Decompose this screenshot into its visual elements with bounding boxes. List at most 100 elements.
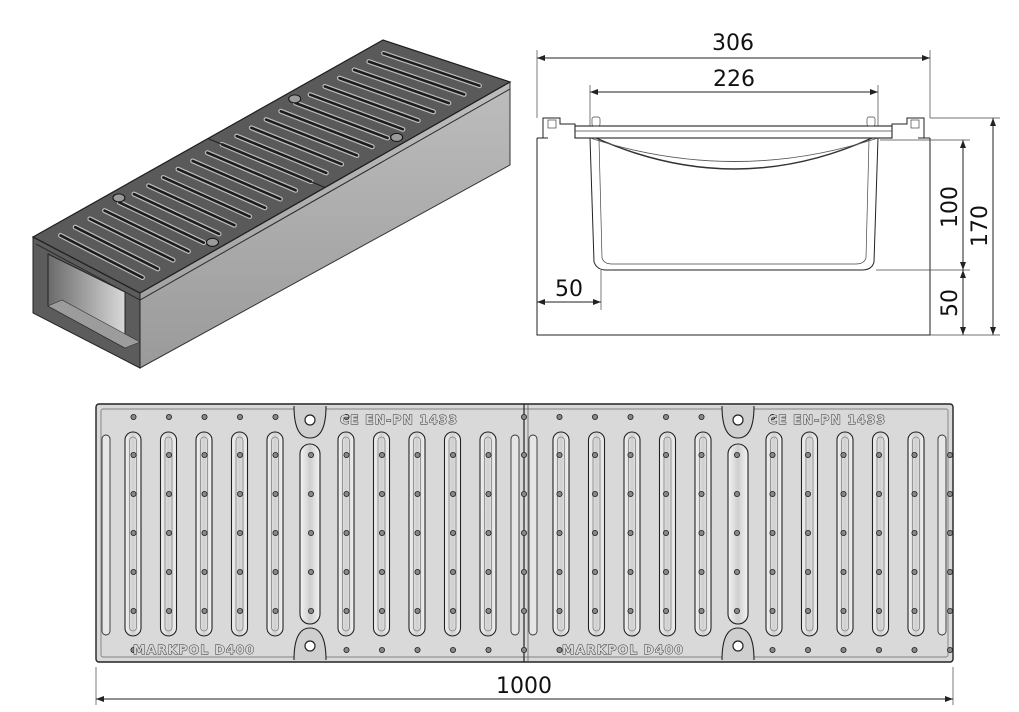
iso-slot-shadow — [235, 134, 328, 175]
grate-hole — [272, 413, 279, 420]
iso-slot-shadow — [103, 209, 190, 253]
grate-hole — [343, 490, 350, 497]
iso-slot-shadow — [367, 60, 466, 96]
grate-hole — [556, 569, 563, 576]
grate-slot-inner — [377, 436, 386, 632]
grate-hole — [627, 569, 634, 576]
grate-hole — [769, 569, 776, 576]
grate-hole — [840, 608, 847, 615]
grate-hole — [521, 413, 528, 420]
iso-slot-shadow — [132, 192, 221, 236]
grate-hole — [698, 413, 705, 420]
grate-hole — [840, 451, 847, 458]
grate-hole — [414, 647, 421, 654]
grate-hole — [130, 490, 137, 497]
iso-bolt — [390, 132, 404, 142]
grate-hole — [449, 451, 456, 458]
grate-hole — [343, 569, 350, 576]
grate-hole — [663, 413, 670, 420]
cross-section-view — [536, 116, 931, 336]
iso-grate-joint — [207, 137, 326, 189]
grate-hole — [236, 608, 243, 615]
grate-hole — [378, 490, 385, 497]
grate-hole — [627, 490, 634, 497]
grate-slot-inner — [448, 436, 457, 632]
grate-hole — [201, 569, 208, 576]
grate-hole — [449, 530, 456, 537]
iso-slot-shadow — [264, 118, 359, 157]
length-dimension: 1000 — [95, 667, 954, 705]
grate-hole — [378, 530, 385, 537]
grate-hole — [805, 608, 812, 615]
grate-hole — [130, 608, 137, 615]
grate-hole — [485, 530, 492, 537]
grate-hole — [201, 608, 208, 615]
grate-hole — [556, 608, 563, 615]
grate-hole — [307, 608, 314, 615]
grate-hole — [947, 451, 954, 458]
grate-hole — [592, 608, 599, 615]
grate-hole — [911, 530, 918, 537]
dim-base-thickness: 50 — [938, 289, 963, 317]
grate-hole — [769, 530, 776, 537]
grate-hole — [840, 530, 847, 537]
grate-hole — [947, 647, 954, 654]
lug-bolt-hole — [304, 640, 316, 652]
grate-hole — [627, 530, 634, 537]
grate-hole — [627, 451, 634, 458]
iso-slot-shadow — [323, 85, 420, 122]
grate-edge-notch — [528, 434, 538, 636]
grate-hole — [130, 413, 137, 420]
grate-hole — [911, 608, 918, 615]
iso-slot-shadow — [382, 52, 481, 87]
grate-hole — [414, 490, 421, 497]
grate-hole — [130, 569, 137, 576]
grate-hole — [911, 490, 918, 497]
grate-hole — [876, 530, 883, 537]
grate-hole — [663, 451, 670, 458]
grate-hole — [414, 608, 421, 615]
grate-hole — [378, 451, 385, 458]
grate-hole — [201, 413, 208, 420]
dim-channel-depth: 100 — [938, 186, 963, 228]
iso-slot-shadow — [147, 184, 236, 227]
dim-total-height: 170 — [968, 205, 993, 247]
grate-hole — [201, 490, 208, 497]
grate-plan-view: CE EN-PN 1433 CE EN-PN 1433 MARKPOL D400… — [95, 403, 954, 663]
marking-maker-right: MARKPOL D400 — [562, 642, 684, 657]
grate-hole — [876, 608, 883, 615]
grate-hole — [130, 451, 137, 458]
grate-hole — [911, 451, 918, 458]
grate-hole — [414, 451, 421, 458]
grate-slot-inner — [413, 436, 421, 632]
iso-slot-shadow — [206, 151, 297, 192]
grate-hole — [272, 490, 279, 497]
grate-hole — [734, 451, 741, 458]
grate-hole — [663, 530, 670, 537]
grate-hole — [130, 647, 137, 654]
iso-slot-shadow — [162, 176, 251, 218]
grate-hole — [876, 490, 883, 497]
grate-hole — [840, 490, 847, 497]
grate-hole — [343, 451, 350, 458]
dim-grate-length: 1000 — [496, 674, 552, 699]
iso-slot-shadow — [352, 68, 451, 105]
dim-total-width: 306 — [712, 31, 754, 56]
grate-hole — [947, 569, 954, 576]
grate-hole — [485, 451, 492, 458]
grate-hole — [485, 569, 492, 576]
grate-hole — [805, 569, 812, 576]
dim-wall-thickness: 50 — [555, 277, 583, 302]
iso-slot-shadow — [250, 126, 343, 166]
lug-bolt-hole — [732, 640, 744, 652]
grate-hole — [876, 569, 883, 576]
iso-slot-shadow — [279, 109, 374, 149]
grate-hole — [876, 451, 883, 458]
iso-slot-shadow — [88, 217, 175, 262]
grate-hole — [521, 647, 528, 654]
grate-hole — [592, 451, 599, 458]
grate-hole — [769, 647, 776, 654]
marking-standard-left: CE EN-PN 1433 — [340, 412, 458, 427]
marking-standard-right: CE EN-PN 1433 — [768, 412, 886, 427]
